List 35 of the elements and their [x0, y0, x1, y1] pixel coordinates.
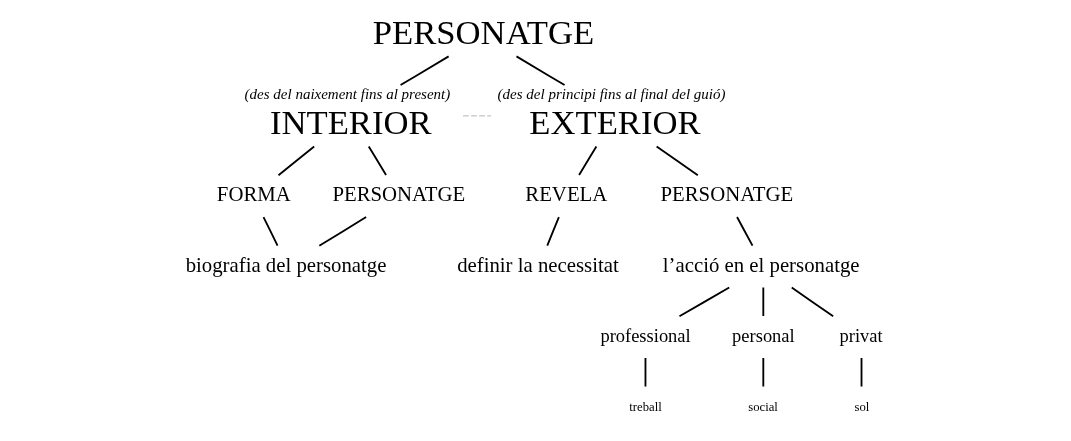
connector	[545, 215, 560, 246]
node-text: INTERIOR	[269, 102, 432, 141]
node-text: PERSONATGE	[659, 181, 793, 205]
connector	[678, 286, 730, 317]
connector	[317, 215, 367, 247]
node-text: social	[747, 399, 778, 414]
node-text: l’acció en el personatge	[662, 252, 860, 276]
node-text: PERSONATGE	[372, 12, 594, 51]
connector	[860, 356, 862, 387]
node-text: EXTERIOR	[528, 102, 701, 141]
connector	[515, 54, 565, 86]
connector	[462, 114, 492, 116]
node-text: personal	[731, 325, 795, 345]
node-text: sol	[854, 399, 869, 414]
connector	[277, 145, 315, 176]
connector	[644, 356, 646, 387]
node-text: treball	[628, 399, 662, 414]
node-text: definir la necessitat	[456, 252, 619, 276]
connector	[761, 286, 764, 317]
node-text: privat	[839, 325, 883, 345]
node-label: (des del principi fins al final del guió)	[497, 85, 725, 102]
connector	[399, 54, 450, 86]
node-text: PERSONATGE	[331, 181, 465, 205]
node-text: biografia del personatge	[185, 252, 386, 276]
connector	[577, 145, 597, 176]
node-text: FORMA	[216, 181, 291, 205]
connector	[790, 286, 834, 317]
node-text: professional	[599, 325, 691, 345]
connector	[735, 215, 753, 246]
connector	[655, 145, 699, 176]
connector	[262, 215, 278, 246]
connector	[761, 356, 764, 387]
connector	[367, 145, 387, 176]
node-label: (des del naixement fins al present)	[244, 85, 450, 102]
node-text: REVELA	[524, 181, 607, 205]
